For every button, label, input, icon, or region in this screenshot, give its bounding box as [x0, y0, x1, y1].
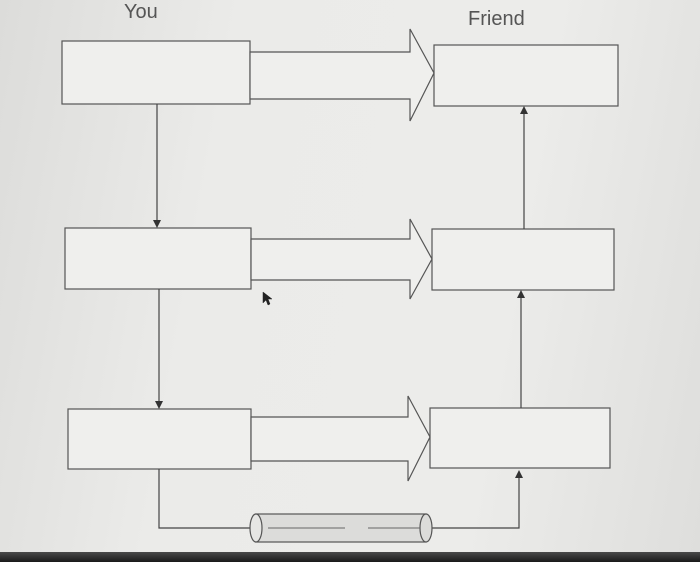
you-box-2 — [64, 227, 252, 290]
mouse-cursor-icon — [262, 291, 273, 306]
block-arrow-3 — [250, 395, 431, 482]
friend-box-1 — [433, 44, 619, 107]
bottom-connector-right — [428, 470, 523, 529]
bottom-connector-left — [158, 469, 255, 529]
monitor-bezel — [0, 552, 700, 562]
you-box-1 — [61, 40, 251, 105]
pipe-cylinder — [249, 513, 433, 543]
block-arrow-1 — [249, 28, 435, 122]
you-box-3 — [67, 408, 252, 470]
friend-column-label: Friend — [468, 8, 525, 30]
you-column-label: You — [124, 1, 158, 23]
block-arrow-2 — [250, 218, 433, 300]
friend-box-2 — [431, 228, 615, 291]
friend-box-3 — [429, 407, 611, 469]
